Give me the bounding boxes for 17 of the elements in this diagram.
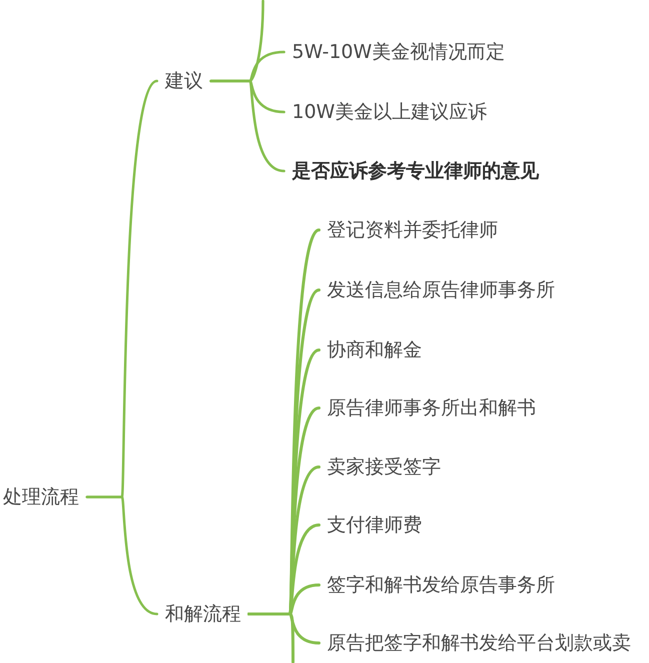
branch-topic: 和解流程: [157, 601, 249, 627]
branch-topic: 建议: [157, 68, 211, 94]
branch-connector: [248, 612, 294, 663]
leaf-topic: 10W美金以上建议应诉: [284, 99, 495, 125]
leaf-topic: 原告律师事务所出和解书: [319, 395, 544, 421]
leaf-topic: 卖家接受签字: [319, 454, 449, 480]
leaf-topic: 5W-10W美金视情况而定: [284, 39, 513, 65]
leaf-topic: 原告把签字和解书发给平台划款或卖: [319, 630, 639, 656]
branch-connector: [86, 496, 158, 616]
leaf-topic: 发送信息给原告律师事务所: [319, 277, 563, 303]
root-topic: 处理流程: [0, 484, 87, 510]
leaf-topic: 是否应诉参考专业律师的意见: [284, 158, 547, 184]
leaf-topic: 登记资料并委托律师: [319, 217, 506, 243]
leaf-topic: 签字和解书发给原告事务所: [319, 572, 563, 598]
leaf-topic: 支付律师费: [319, 512, 430, 538]
branch-connector: [210, 80, 286, 172]
leaf-topic: 协商和解金: [319, 337, 430, 363]
